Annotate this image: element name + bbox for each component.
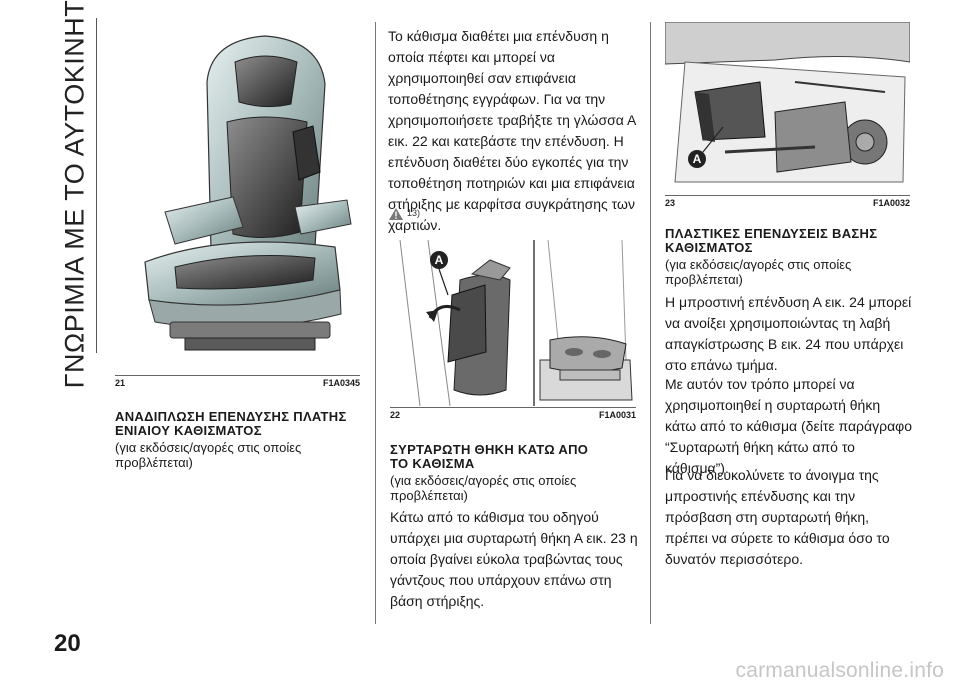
side-title-rule [96, 18, 97, 353]
figure-21-number: 21 [115, 378, 126, 388]
page-number: 20 [54, 630, 81, 657]
base-paragraph-3: Για να διευκολύνετε το άνοιγμα της μπροσ… [665, 467, 890, 567]
figure-23-code: F1A0032 [872, 198, 910, 208]
seat-illustration [115, 22, 360, 374]
figure-22-callout: A [435, 253, 444, 267]
armrest-body: Το κάθισμα διαθέτει μια επένδυση η οποία… [388, 28, 636, 233]
base-heading: ΠΛΑΣΤΙΚΕΣ ΕΠΕΝΔΥΣΕΙΣ ΒΑΣΗΣ ΚΑΘΙΣΜΑΤΟΣ [665, 226, 878, 255]
warning-ref-number: 13) [407, 208, 421, 218]
drawer-body: Κάτω από το κάθισμα του οδηγού υπάρχει μ… [390, 509, 638, 609]
figure-22-caption: 22 F1A0031 [390, 407, 636, 422]
figure-23-caption: 23 F1A0032 [665, 195, 910, 210]
drawer-heading: ΣΥΡΤΑΡΩΤΗ ΘΗΚΗ ΚΑΤΩ ΑΠΟ ΤΟ ΚΑΘΙΣΜΑ [390, 442, 589, 471]
figure-22: A 22 F1A0031 [390, 240, 636, 422]
watermark: carmanualsonline.info [735, 659, 944, 682]
figure-21: 21 F1A0345 [115, 22, 360, 390]
base-note: (για εκδόσεις/αγορές στις οποίες προβλέπ… [665, 257, 852, 287]
drawer-note: (για εκδόσεις/αγορές στις οποίες προβλέπ… [390, 473, 577, 503]
figure-23-callout: A [693, 152, 702, 166]
drawer-illustration: A [665, 22, 910, 194]
side-chapter-title: ΓΝΩΡΙΜΙΑ ΜΕ ΤΟ ΑΥΤΟΚΙΝΗΤΟ [59, 0, 90, 388]
base-paragraph-1: Η μπροστινή επένδυση Α εικ. 24 μπορεί να… [665, 294, 912, 373]
warning-reference: 13) [389, 208, 420, 220]
armrest-heading: ΑΝΑΔΙΠΛΩΣΗ ΕΠΕΝΔΥΣΗΣ ΠΛΑΤΗΣ ΕΝΙΑΙΟΥ ΚΑΘΙ… [115, 409, 347, 438]
figure-22-code: F1A0031 [598, 410, 636, 420]
figure-22-number: 22 [390, 410, 401, 420]
figure-21-caption: 21 F1A0345 [115, 375, 360, 390]
seat-panel-illustration: A [390, 240, 636, 406]
base-paragraph-2: Με αυτόν τον τρόπο μπορεί να χρησιμοποιη… [665, 376, 913, 476]
column-divider-1 [375, 22, 376, 624]
armrest-note: (για εκδόσεις/αγορές στις οποίες προβλέπ… [115, 440, 302, 470]
column-divider-2 [650, 22, 651, 624]
figure-21-code: F1A0345 [322, 378, 360, 388]
figure-23-number: 23 [665, 198, 676, 208]
figure-23: A 23 F1A0032 [665, 22, 910, 210]
warning-triangle-icon [389, 208, 403, 220]
